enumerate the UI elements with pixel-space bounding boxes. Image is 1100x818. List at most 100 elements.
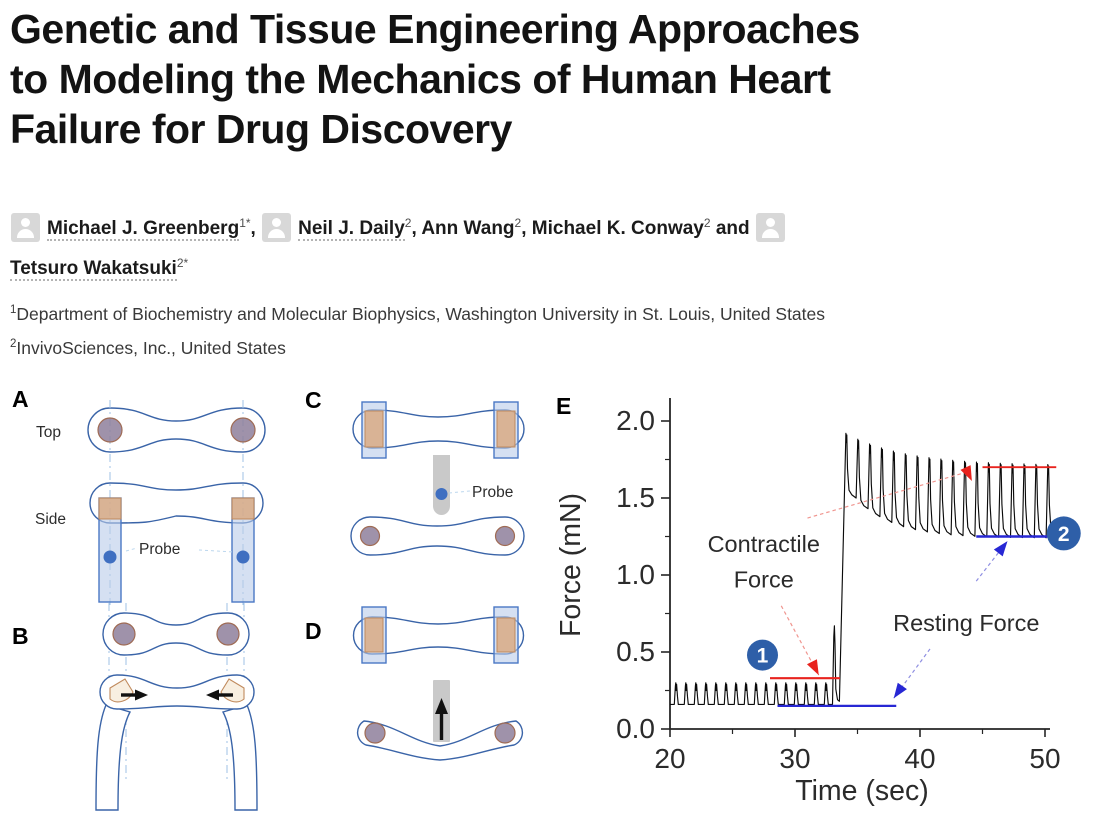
- flexed-post: [95, 704, 132, 811]
- author-name: Michael K. Conway: [531, 218, 704, 239]
- top-view-label: Top: [36, 424, 61, 441]
- contraction-arrow-head: [206, 689, 219, 701]
- anchor-post-top-view: [230, 417, 256, 443]
- affiliations: 1Department of Biochemistry and Molecula…: [10, 297, 1085, 365]
- badge-2: [1046, 516, 1081, 551]
- title-line: Failure for Drug Discovery: [10, 106, 512, 152]
- badge-2-number: 2: [1058, 523, 1070, 546]
- probe-label: Probe: [472, 484, 513, 501]
- author-affiliation-sup: 1*: [239, 216, 251, 230]
- author-separator: and: [710, 218, 755, 239]
- contractile-arrow-2-head: [960, 465, 972, 482]
- page-title: Genetic and Tissue Engineering Approache…: [10, 4, 1090, 154]
- y-axis-title: Force (mN): [555, 493, 587, 637]
- x-tick-label: 30: [779, 743, 810, 774]
- panel-c-label: C: [305, 387, 322, 413]
- affiliation-text: Department of Biochemistry and Molecular…: [16, 304, 826, 324]
- y-tick-label: 1.5: [616, 482, 655, 513]
- contractile-arrow-2: [807, 472, 963, 519]
- probe-pointer-line: [125, 547, 235, 553]
- probe-point: [435, 488, 448, 500]
- probe-pointer-line: [448, 490, 471, 494]
- affiliation-text: InvivoSciences, Inc., United States: [16, 338, 286, 358]
- y-tick-label: 2.0: [616, 405, 655, 436]
- anchor-post-top-view: [494, 525, 516, 547]
- tissue-side-view-contracting: [99, 674, 255, 710]
- author-list: Michael J. Greenberg1*, Neil J. Daily2, …: [10, 209, 1085, 289]
- affiliation-sup: 2: [10, 338, 17, 350]
- tissue-stretched: [356, 720, 524, 761]
- author-name[interactable]: Tetsuro Wakatsuki: [10, 258, 177, 281]
- y-tick-label: 0.5: [616, 636, 655, 667]
- author-affiliation-sup: 2: [514, 216, 522, 230]
- author-separator: ,: [250, 218, 262, 239]
- figure-panel-cd: C Probe D: [305, 387, 525, 761]
- bar-tab: [364, 410, 384, 448]
- title-line: Genetic and Tissue Engineering Approache…: [10, 6, 860, 52]
- author-name: Ann Wang: [421, 218, 515, 239]
- anchor-post-top-view: [112, 622, 136, 646]
- y-tick-label: 1.0: [616, 559, 655, 590]
- side-view-label: Side: [35, 511, 66, 528]
- resting-arrow-2-head: [993, 541, 1008, 557]
- bar-tab: [496, 617, 516, 653]
- bar-tab: [496, 410, 516, 448]
- anchor-post-top-view: [97, 417, 123, 443]
- title-line: to Modeling the Mechanics of Human Heart: [10, 56, 831, 102]
- probe-point: [103, 550, 117, 564]
- panel-d: D: [305, 606, 525, 761]
- post-tab: [98, 497, 122, 520]
- contractile-arrow-1-head: [806, 659, 819, 676]
- x-tick-label: 20: [654, 743, 685, 774]
- affiliation-sup: 1: [10, 304, 17, 316]
- panel-e-label: E: [556, 393, 571, 419]
- resting-arrow-1-head: [893, 682, 907, 699]
- x-tick-label: 40: [904, 743, 935, 774]
- probe-shaft: [433, 455, 450, 515]
- author-name[interactable]: Michael J. Greenberg: [47, 218, 240, 241]
- panel-b-label: B: [12, 623, 29, 649]
- anchor-post-top-view: [216, 622, 240, 646]
- contractile-force-label: Force: [734, 567, 794, 593]
- post-tab: [231, 497, 255, 520]
- chart-axes: [669, 398, 1050, 730]
- author-name[interactable]: Neil J. Daily: [298, 218, 405, 241]
- panel-a-label: A: [12, 386, 29, 412]
- tissue-top-view: [87, 407, 266, 453]
- author-affiliation-sup: 2: [404, 216, 412, 230]
- push-up-arrow-head: [435, 698, 448, 714]
- contractile-force-label: Contractile: [708, 531, 820, 557]
- author-affiliation-sup: 2*: [176, 256, 189, 270]
- figure-panel-ab: A Top Side Probe B: [12, 386, 266, 811]
- affiliation-line: 1Department of Biochemistry and Molecula…: [10, 297, 1085, 331]
- author-separator: ,: [411, 218, 422, 239]
- x-tick-label: 50: [1029, 743, 1060, 774]
- cardiac-tissue-force-trace: [670, 432, 1052, 705]
- author-separator: ,: [521, 218, 532, 239]
- probe-label: Probe: [139, 541, 180, 558]
- author-avatar-icon[interactable]: [11, 213, 40, 242]
- bar-tab: [364, 617, 384, 653]
- anchor-post-top-view: [494, 722, 516, 744]
- tissue-top-view-compacted: [102, 612, 250, 656]
- panel-d-label: D: [305, 618, 322, 644]
- contraction-arrow-head: [135, 689, 148, 701]
- author-avatar-icon[interactable]: [755, 213, 785, 242]
- probe-point: [236, 550, 250, 564]
- badge-1-number: 1: [757, 645, 769, 668]
- anchor-post-top-view: [364, 722, 386, 744]
- figure-1: A Top Side Probe B: [0, 380, 1100, 818]
- flexed-post: [221, 704, 258, 811]
- anchor-post-top-view: [359, 525, 381, 547]
- panel-a: A Top Side Probe: [12, 386, 266, 605]
- panel-b: B: [12, 603, 258, 811]
- badge-1: [747, 639, 778, 671]
- y-tick-label: 0.0: [616, 713, 655, 744]
- affiliation-line: 2InvivoSciences, Inc., United States: [10, 331, 1085, 365]
- x-axis-title: Time (sec): [795, 775, 929, 807]
- panel-c: C Probe: [305, 387, 525, 556]
- author-affiliation-sup: 2: [703, 216, 711, 230]
- resting-force-label: Resting Force: [893, 610, 1039, 636]
- author-avatar-icon[interactable]: [262, 213, 292, 242]
